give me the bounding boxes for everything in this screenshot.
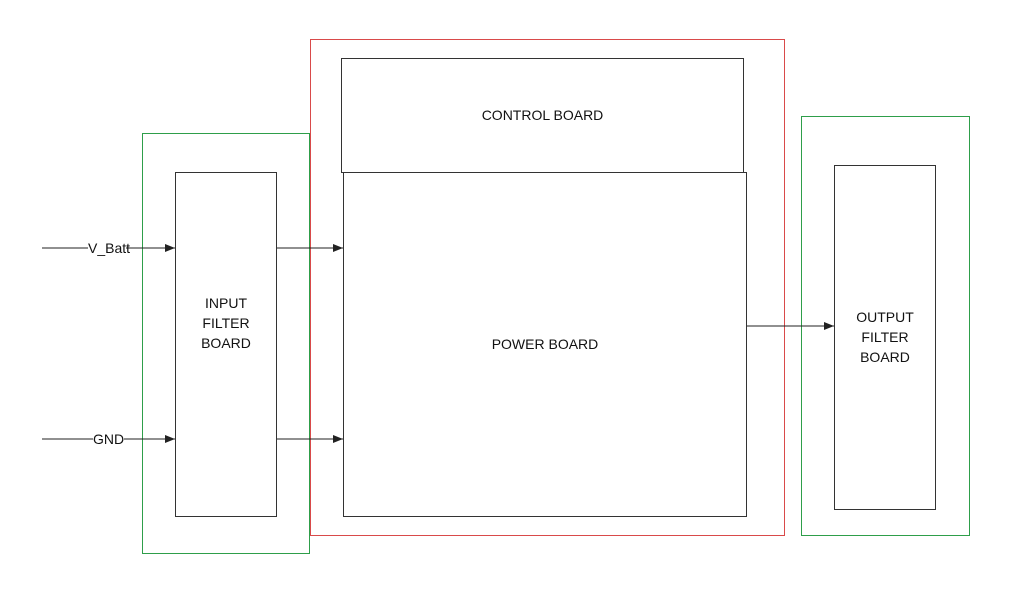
power-board-label: POWER BOARD bbox=[491, 336, 599, 352]
input-filter-group-frame bbox=[142, 133, 310, 554]
control-board-block: CONTROL BOARD bbox=[341, 58, 744, 173]
gnd-label: GND bbox=[93, 431, 124, 447]
input-filter-board-label: INPUT FILTER BOARD bbox=[201, 295, 251, 351]
control-board-label: CONTROL BOARD bbox=[481, 107, 604, 123]
output-filter-board-label: OUTPUT FILTER BOARD bbox=[856, 309, 914, 365]
input-filter-board-block: INPUT FILTER BOARD bbox=[175, 172, 277, 517]
output-filter-board-block: OUTPUT FILTER BOARD bbox=[834, 165, 936, 510]
power-board-block: POWER BOARD bbox=[343, 172, 747, 517]
power-stage-group-frame bbox=[310, 39, 785, 536]
vbatt-label: V_Batt bbox=[88, 240, 130, 256]
